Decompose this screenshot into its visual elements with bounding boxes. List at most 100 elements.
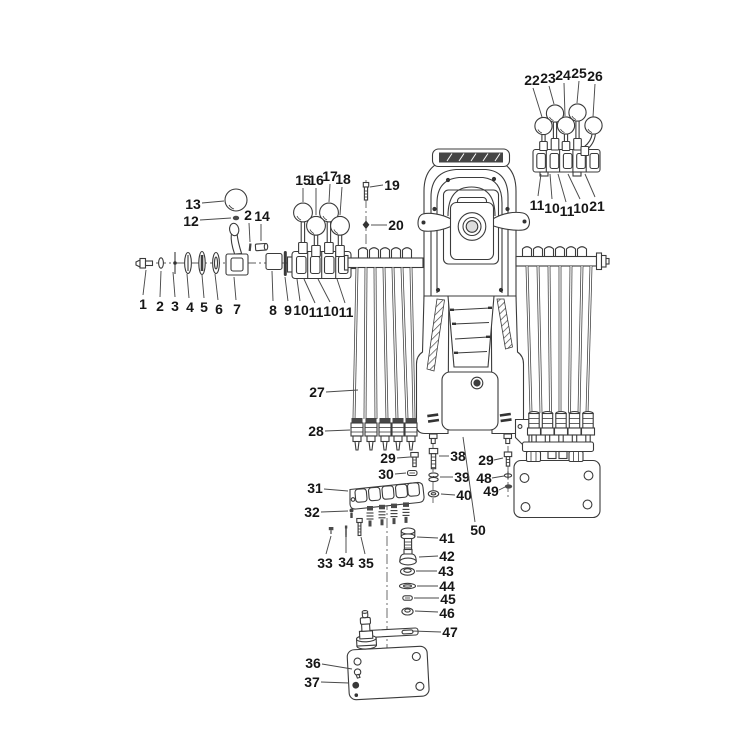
lever-26-knob [584,116,603,135]
leader-line-6 [214,273,219,301]
part-2-upper-pin [248,243,252,252]
callout-label-6: 6 [215,301,223,317]
callout-label-40: 40 [456,487,472,503]
callout-label-37: 37 [304,674,320,690]
left-hanger-bar [347,257,424,269]
callout-label-21: 21 [589,198,605,214]
callout-label-15: 15 [295,172,311,188]
part-9-disc [283,251,287,276]
callout-label-29: 29 [478,452,494,468]
callout-label-49: 49 [483,483,499,499]
part-12-washer [232,215,240,221]
part-40-ring [427,490,440,498]
left-vent-slots [427,413,440,423]
callout-label-22: 22 [524,72,540,88]
leader-line-37 [320,681,350,684]
leader-line-10 [549,173,553,200]
callout-label-26: 26 [587,68,603,84]
callout-label-43: 43 [438,563,454,579]
part-13-ball-knob [224,188,248,212]
leader-line-11 [537,173,542,197]
lever-23-shaft [552,120,558,141]
callout-label-44: 44 [439,578,455,594]
part-29-bolt-right [503,451,513,458]
callout-label-12: 12 [183,213,199,229]
manifold-plate-31 [328,481,425,537]
leader-line-32 [320,510,349,513]
leader-line-2 [159,270,162,298]
leader-line-21 [584,173,596,198]
hanger-bar-end-bolt [605,257,610,265]
callout-label-24: 24 [555,67,571,83]
leader-line-13 [201,200,225,204]
callout-label-5: 5 [200,299,208,315]
part-35-screw [356,517,363,524]
lever-17-knob [319,202,339,223]
leader-line-4 [186,273,190,299]
leader-line-26 [592,83,596,118]
bottom-mounting-plate [346,609,430,701]
parts-column-41-46 [398,527,417,616]
callout-label-1: 1 [139,296,147,312]
callout-label-10: 10 [573,200,589,216]
lever-16-knob [306,215,326,236]
leader-line-11 [336,278,346,304]
leader-line-23 [548,85,555,105]
lever-23-knob [545,104,565,123]
part-33-screw [328,527,334,531]
callout-label-11: 11 [530,197,545,213]
lever-22-knob [534,116,553,136]
leader-line-3 [172,271,176,298]
right-rod-bundle [514,246,610,463]
right-hatched-strut [496,298,513,350]
leader-line-5 [201,274,205,299]
leader-line-7 [233,276,237,301]
right-vent-slots [499,412,512,423]
leader-line-2 [248,222,251,243]
leader-line-29 [396,456,411,459]
callout-label-10: 10 [323,303,339,319]
callout-label-18: 18 [335,171,351,187]
left-rod-bundle [343,247,424,451]
valve-stem [355,609,378,650]
callout-label-29: 29 [380,450,396,466]
lever-7-assembly [224,188,269,276]
callout-label-47: 47 [442,624,458,640]
part-38-bolt [428,447,439,455]
callout-label-33: 33 [317,555,333,571]
callout-label-3: 3 [171,298,179,314]
main-body-50 [415,148,531,445]
leader-line-10 [567,173,581,200]
right-mounting-plate [513,459,601,519]
leader-line-40 [440,493,456,496]
callout-label-41: 41 [439,530,455,546]
callout-label-46: 46 [439,605,455,621]
leader-line-11 [303,278,316,304]
leader-line-9 [284,276,289,302]
callout-label-20: 20 [388,217,404,233]
leader-line-33 [325,535,332,555]
callout-label-2: 2 [244,207,252,223]
right-hanger-bar [515,255,598,267]
callout-label-28: 28 [308,423,324,439]
leader-line-28 [324,429,351,432]
leader-line-17 [328,183,331,203]
callout-label-4: 4 [186,299,194,315]
lever-15-shaft [300,219,306,245]
leader-line-24 [563,82,566,117]
callout-label-42: 42 [439,548,455,564]
callout-label-35: 35 [358,555,374,571]
callout-label-36: 36 [305,655,321,671]
fasteners-29-30 [406,451,419,477]
leader-line-30 [394,472,407,475]
leader-line-35 [360,536,366,555]
leader-line-48 [491,475,505,479]
leader-line-47 [411,630,442,633]
callout-label-11: 11 [309,304,324,320]
part-8-spacer-block [265,252,283,271]
left-hatched-strut [426,298,445,372]
callout-label-10: 10 [293,302,309,318]
callout-label-34: 34 [338,554,354,570]
callout-label-50: 50 [470,522,486,538]
